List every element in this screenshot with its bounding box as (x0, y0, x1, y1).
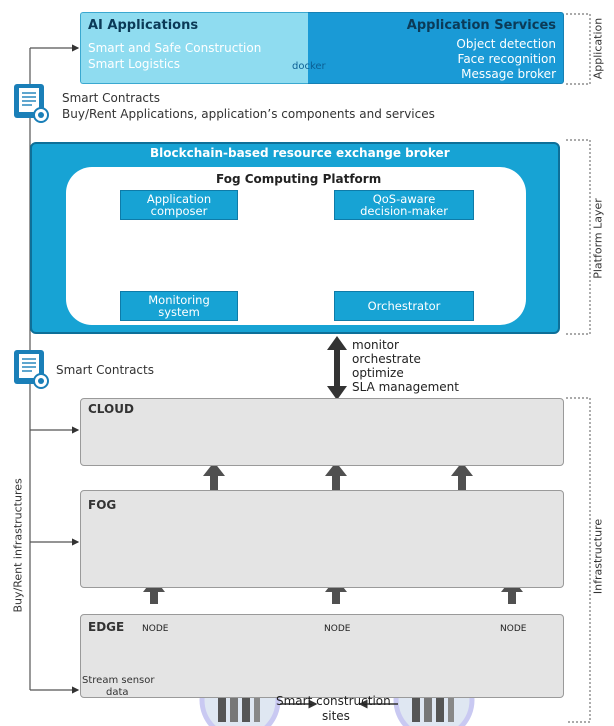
management-label: orchestrate (352, 352, 421, 366)
fog-computing-platform-title: Fog Computing Platform (216, 172, 382, 186)
smart-contracts-mid-label: Smart Contracts (56, 363, 154, 377)
qos-decision-maker-line: QoS-aware (372, 191, 436, 206)
management-label: SLA management (352, 380, 459, 394)
construction-sites-label: Smart construction (276, 694, 391, 708)
service-item: Message broker (461, 67, 556, 81)
service-item: Object detection (456, 37, 556, 51)
cloud-layer (80, 398, 564, 466)
smart-contracts-top-label: Smart Contracts (62, 91, 160, 105)
ai-applications-title: AI Applications (88, 18, 199, 33)
service-item: Face recognition (457, 52, 556, 66)
management-label: monitor (352, 338, 399, 352)
buy-rent-applications-label: Buy/Rent Applications, application’s com… (62, 107, 435, 121)
monitoring-system-line: system (158, 305, 200, 319)
contract-icon-top (13, 83, 49, 123)
orchestrator-box: Orchestrator (334, 291, 474, 321)
management-label: optimize (352, 366, 404, 380)
application-services-panel (308, 12, 564, 84)
broker-title: Blockchain-based resource exchange broke… (150, 146, 450, 160)
node-label: NODE (142, 624, 169, 634)
monitoring-system-line: Monitoring (148, 292, 210, 307)
construction-sites-label: sites (322, 709, 350, 723)
contract-icon-mid (13, 349, 49, 389)
layer-brackets (566, 13, 591, 723)
application-layer-label: Application (591, 17, 605, 80)
fog-layer-label: FOG (88, 498, 117, 512)
cloud-layer-label: CLOUD (88, 402, 134, 416)
qos-decision-maker-line: decision-maker (360, 204, 448, 218)
application-composer-line: composer (150, 204, 208, 218)
application-services-title: Application Services (406, 18, 556, 33)
edge-layer-label: EDGE (88, 620, 125, 634)
infrastructure-layer-label: Infrastructure (591, 518, 605, 595)
orchestrator-label: Orchestrator (367, 298, 441, 313)
application-composer-line: Application (146, 191, 212, 206)
edge-layer (80, 614, 564, 698)
stream-sensor-label: data (106, 687, 129, 698)
node-label: NODE (324, 624, 351, 634)
buy-rent-infrastructures-label: Buy/Rent infrastructures (11, 478, 25, 613)
ai-application-item: Smart and Safe Construction (88, 41, 262, 55)
docker-label: docker (292, 61, 326, 72)
ai-applications-panel (80, 12, 308, 84)
node-label: NODE (500, 624, 527, 634)
fog-layer (80, 490, 564, 588)
platform-layer-label: Platform Layer (591, 198, 605, 279)
management-arrow (327, 336, 347, 400)
stream-sensor-label: Stream sensor (82, 675, 155, 686)
ai-application-item: Smart Logistics (88, 57, 181, 71)
